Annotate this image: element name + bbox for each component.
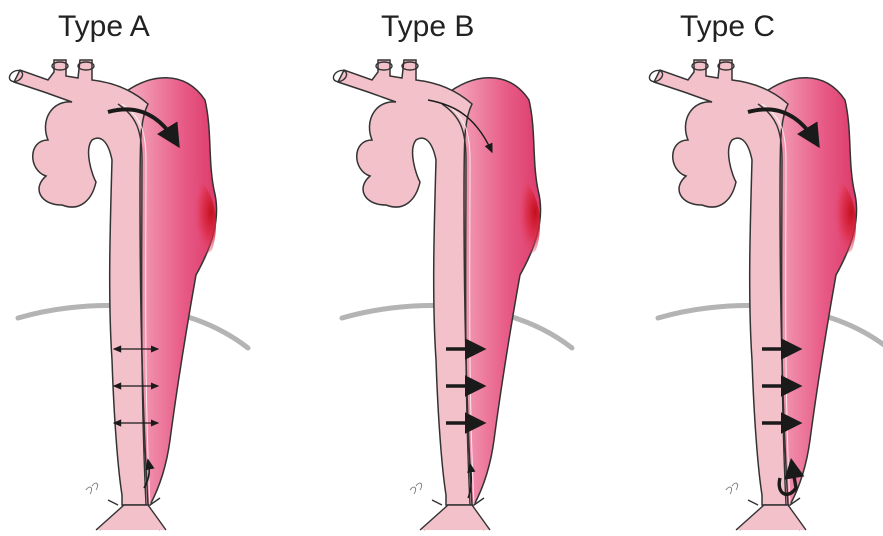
panel-type-c: Type C: [647, 10, 883, 530]
panel-type-a: Type A: [7, 10, 248, 530]
panel-title: Type B: [381, 10, 474, 43]
panel-title: Type A: [58, 10, 150, 43]
panel-type-b: Type B: [331, 10, 572, 530]
panel-title: Type C: [680, 10, 775, 43]
